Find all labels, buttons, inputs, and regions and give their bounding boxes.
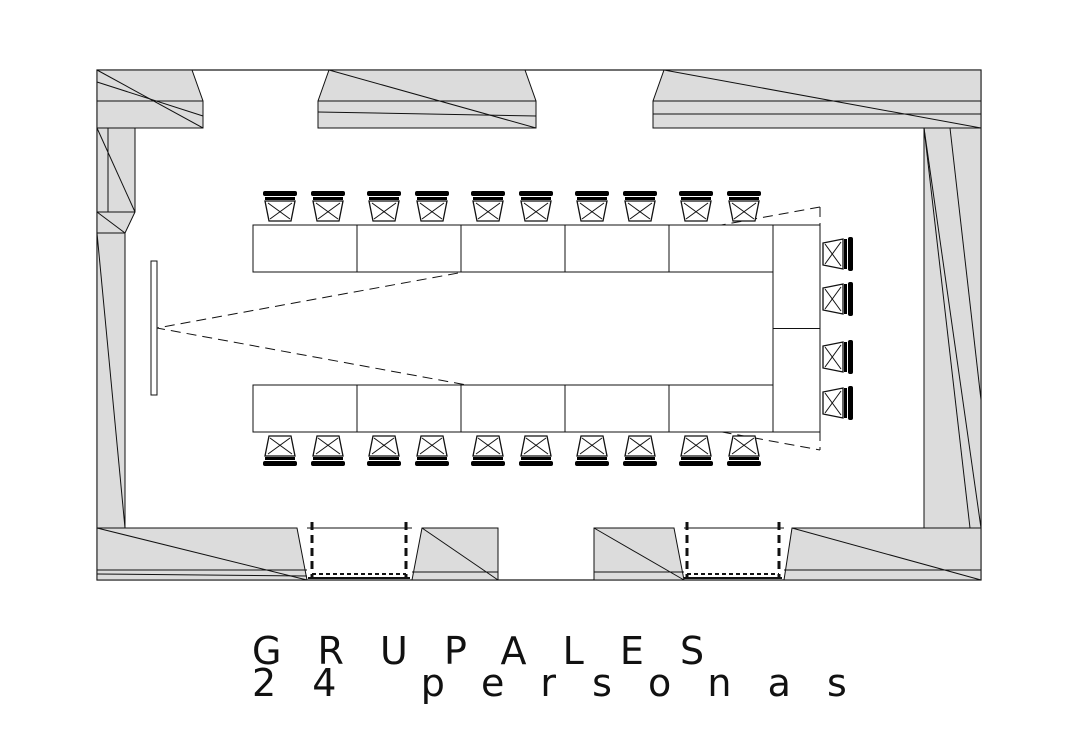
table — [356, 384, 462, 433]
chair — [679, 435, 713, 466]
left-wall — [96, 127, 136, 529]
chair — [519, 435, 553, 466]
table — [460, 224, 566, 273]
table — [668, 224, 774, 273]
table — [772, 224, 821, 329]
projection-screen — [150, 260, 158, 396]
table — [668, 384, 774, 433]
chair — [679, 191, 713, 222]
right-wall — [923, 127, 982, 529]
chair — [822, 282, 853, 316]
plan-title: GRUPALES — [252, 629, 741, 673]
chair — [311, 435, 345, 466]
chair — [367, 191, 401, 222]
chair — [263, 191, 297, 222]
table — [460, 384, 566, 433]
chair — [727, 435, 761, 466]
chair — [623, 435, 657, 466]
chair — [263, 435, 297, 466]
chairs — [263, 191, 853, 466]
top-wall — [96, 69, 982, 129]
table — [252, 384, 358, 433]
chair — [822, 386, 853, 420]
door-left — [307, 522, 412, 579]
table — [564, 224, 670, 273]
chair — [822, 340, 853, 374]
chair — [822, 237, 853, 271]
plan-subtitle: 24 personas — [252, 661, 883, 705]
chair — [367, 435, 401, 466]
chair — [519, 191, 553, 222]
bottom-wall — [96, 527, 982, 581]
chair — [727, 191, 761, 222]
chair — [575, 435, 609, 466]
table — [564, 384, 670, 433]
table — [772, 328, 821, 433]
chair — [415, 191, 449, 222]
tables — [252, 224, 821, 433]
chair — [471, 191, 505, 222]
table — [252, 224, 358, 273]
door-right — [684, 522, 784, 579]
chair — [311, 191, 345, 222]
chair — [575, 191, 609, 222]
outer-wall-outline — [96, 69, 982, 581]
chair — [623, 191, 657, 222]
chair — [471, 435, 505, 466]
table — [356, 224, 462, 273]
chair — [415, 435, 449, 466]
